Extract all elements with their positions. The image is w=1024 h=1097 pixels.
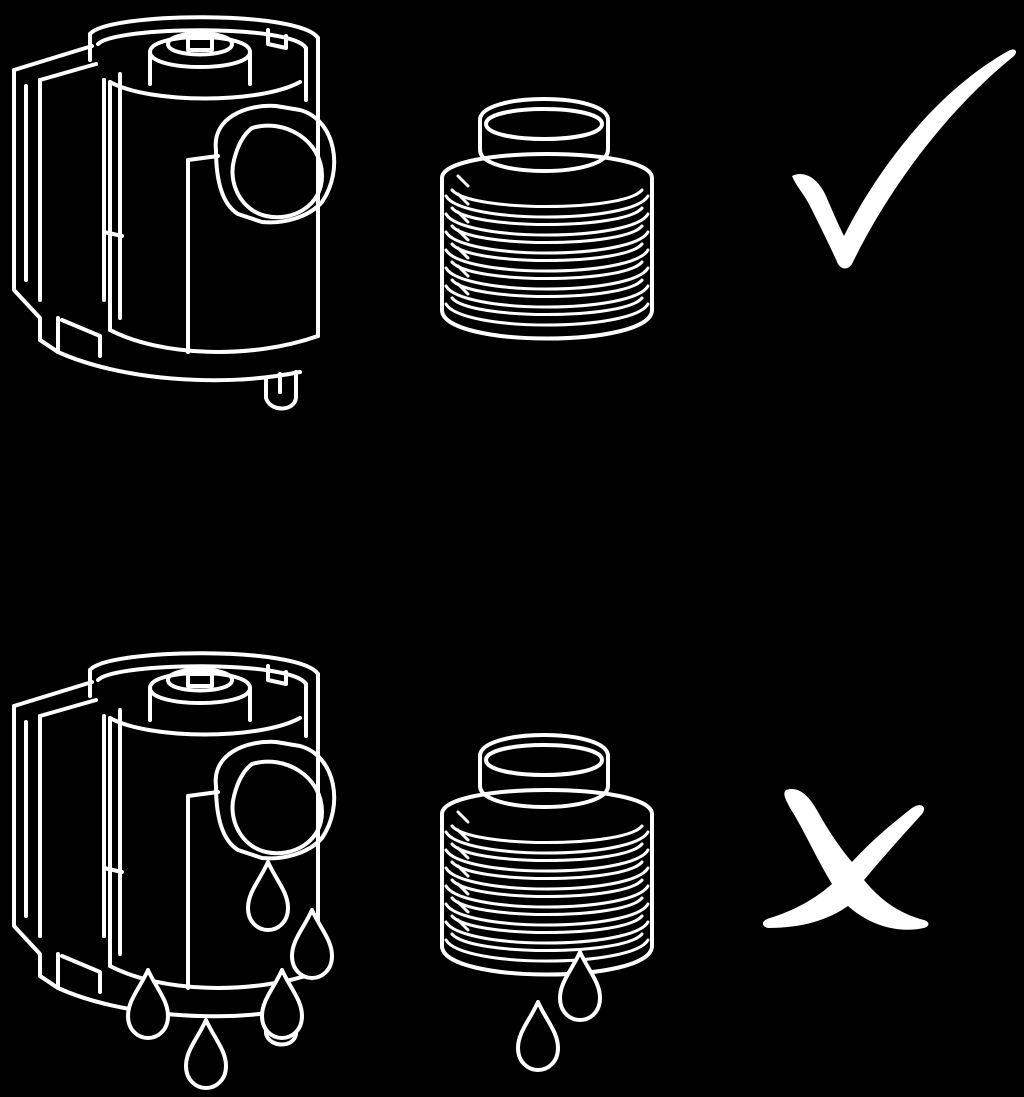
bellows-gasket-dry <box>440 97 654 341</box>
cross-icon <box>762 788 929 930</box>
row-incorrect <box>12 651 929 1090</box>
water-drops-housing <box>126 860 334 1090</box>
checkmark-icon <box>792 49 1017 269</box>
bellows-gasket-leaking <box>440 733 654 977</box>
row-correct <box>12 15 1017 411</box>
filter-housing-dry <box>12 15 337 411</box>
water-drops-bellows <box>516 950 602 1072</box>
